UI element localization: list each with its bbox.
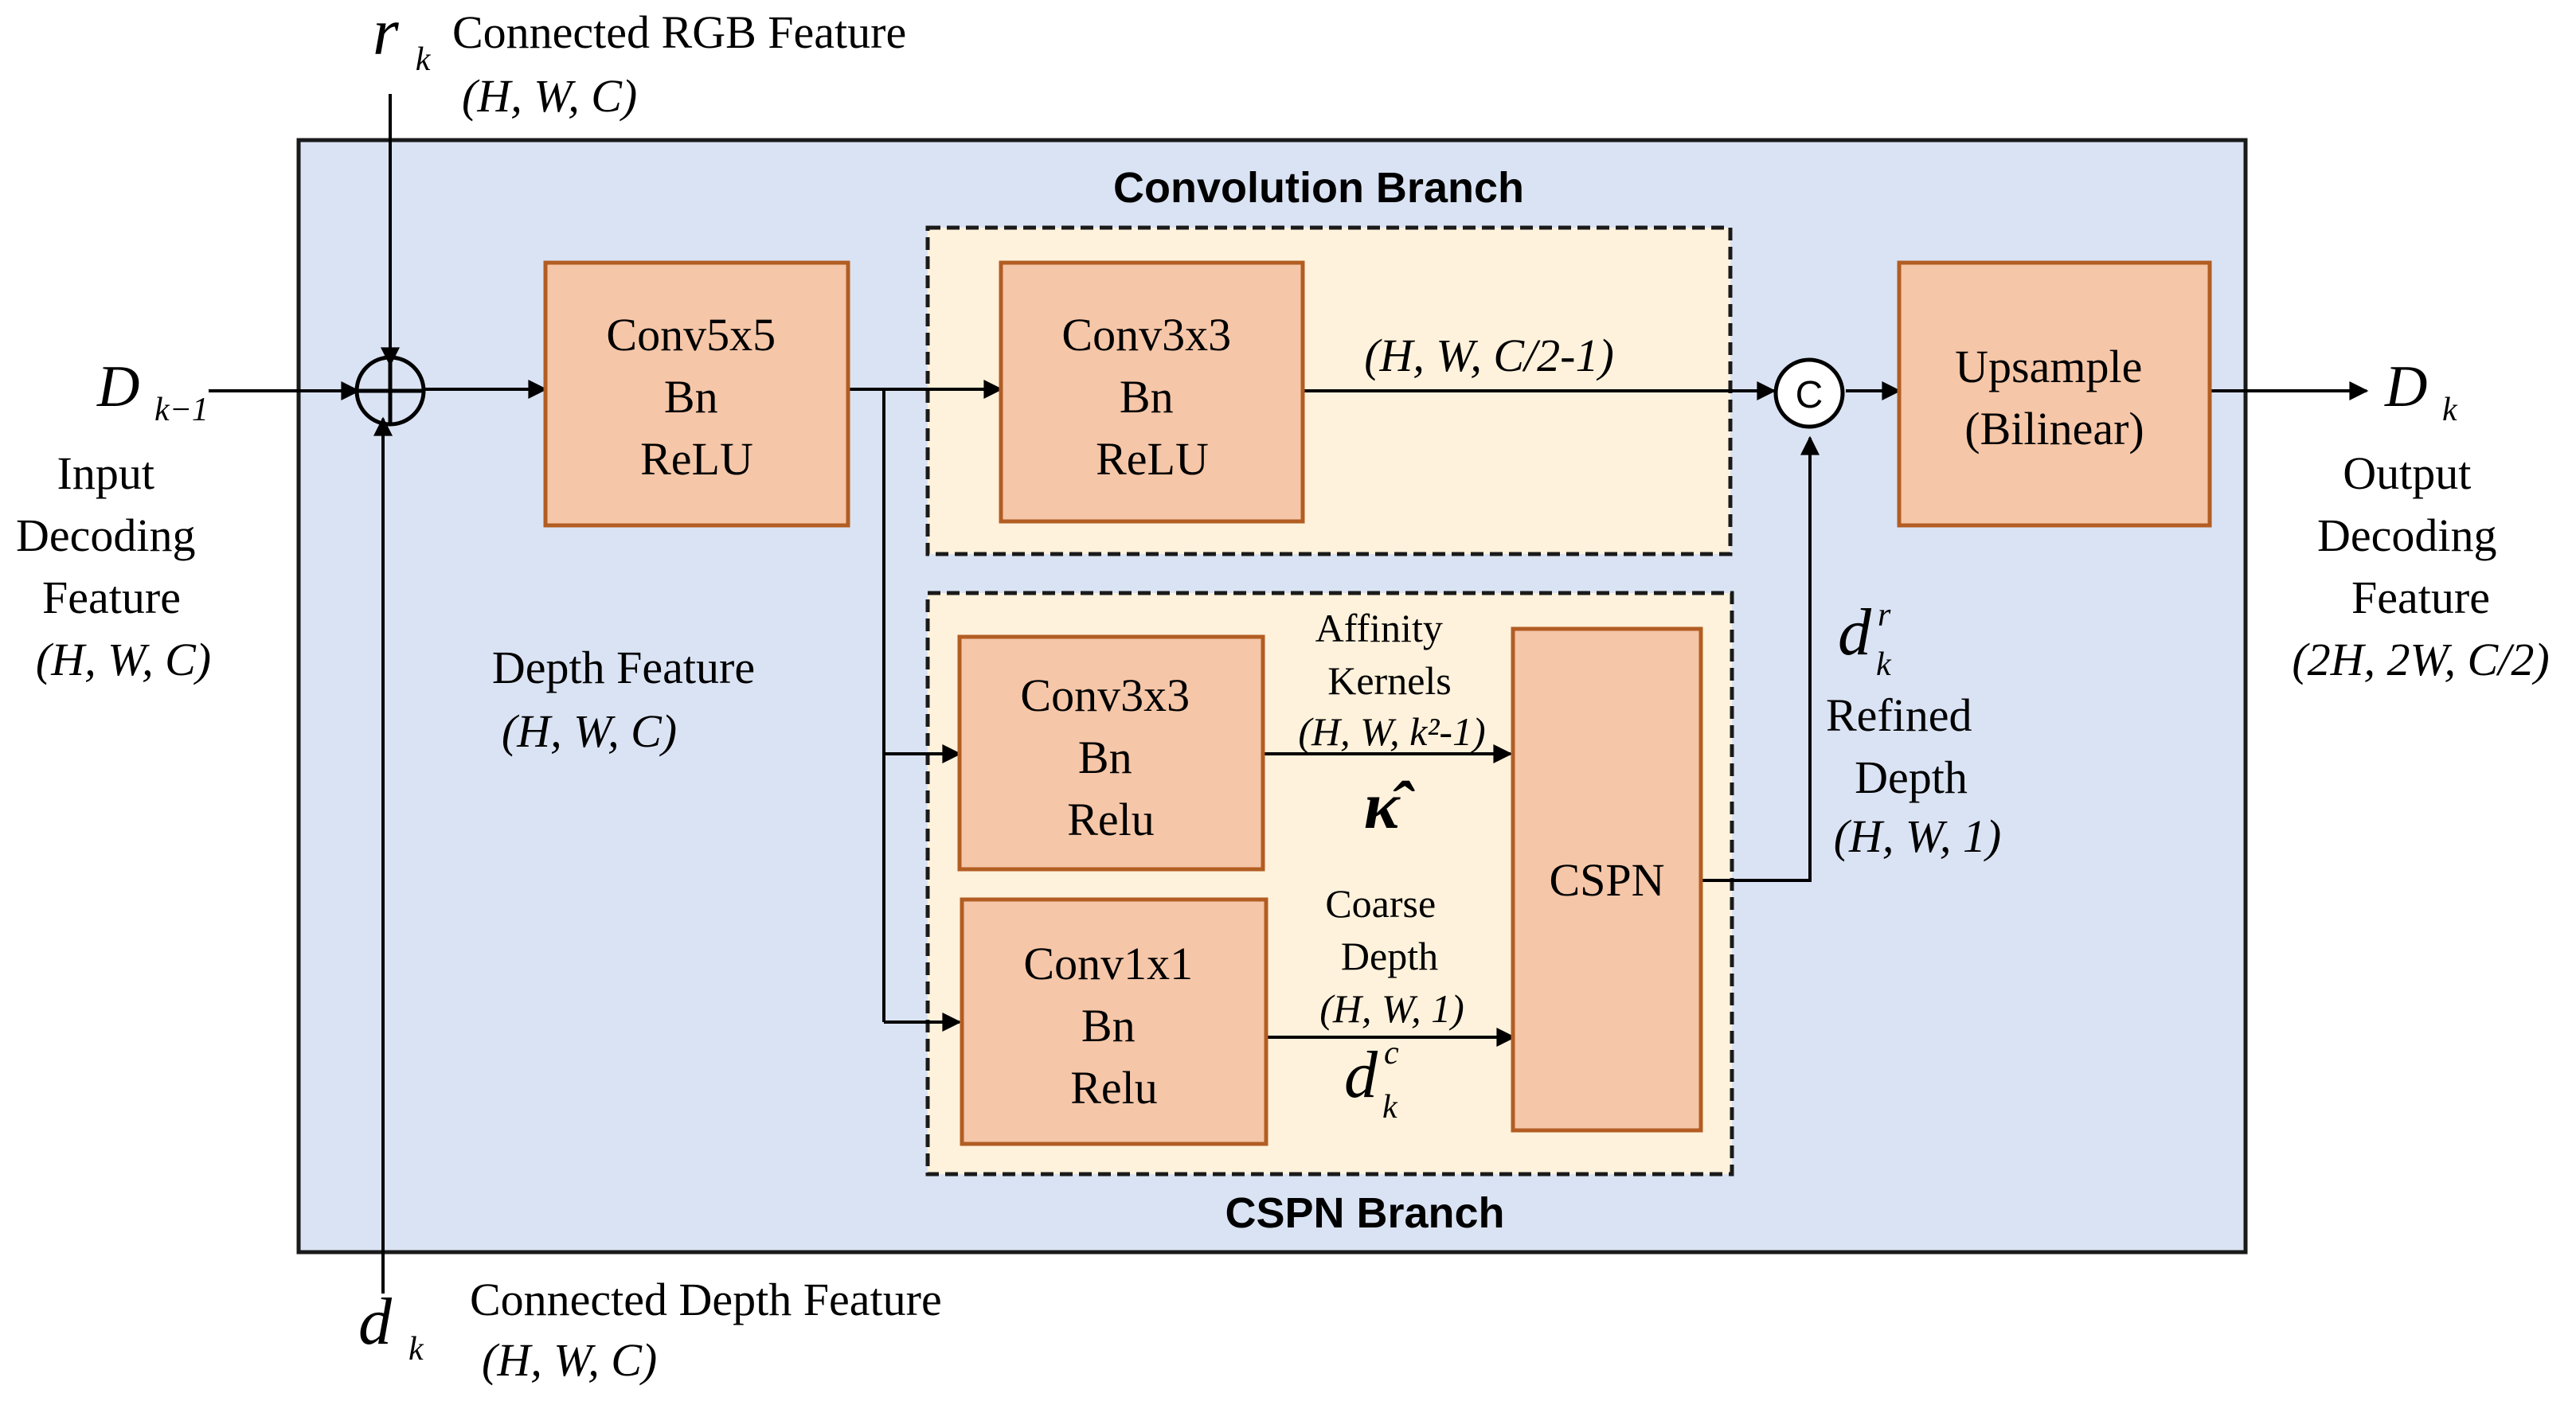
- conv3x3-block: [999, 260, 1305, 524]
- concat-node: C: [1773, 357, 1845, 429]
- decoding-symbol-main: D: [96, 354, 139, 420]
- coarse-conv-block: [960, 897, 1268, 1146]
- upsample-block: [1897, 260, 2212, 528]
- refined-symbol-sub: k: [1876, 646, 1892, 683]
- conv3x3-line3: ReLU: [1096, 433, 1209, 485]
- coarse-depth-label: Coarse Depth: [1325, 881, 1445, 978]
- input-decoding-line2: Decoding: [16, 509, 196, 561]
- refined-line1: Refined: [1826, 689, 1972, 741]
- affinity-line1: Affinity: [1315, 606, 1443, 650]
- upsample-text: Upsample (Bilinear): [1955, 341, 2154, 455]
- output-shape: (2H, 2W, C/2): [2292, 634, 2549, 685]
- depth-title: Connected Depth Feature: [470, 1274, 942, 1325]
- input-decoding-line1: Input: [57, 447, 154, 499]
- conv5x5-line1: Conv5x5: [606, 309, 776, 361]
- affinity-kernels-label: Affinity Kernels: [1315, 606, 1453, 703]
- coarse-conv-text: Conv1x1 Bn Relu: [1023, 938, 1204, 1114]
- refined-symbol-sup: r: [1878, 597, 1891, 634]
- rgb-symbol: r k: [373, 0, 432, 78]
- conv5x5-text: Conv5x5 Bn ReLU: [606, 309, 787, 485]
- depth-feature-shape: (H, W, C): [502, 705, 677, 757]
- depth-shape: (H, W, C): [482, 1334, 657, 1386]
- cspn-label: CSPN: [1549, 854, 1664, 906]
- depth-symbol: d k: [358, 1285, 424, 1368]
- conv5x5-block: [543, 260, 850, 528]
- input-decoding-line3: Feature: [42, 572, 181, 623]
- depth-symbol-main: d: [358, 1285, 393, 1359]
- output-symbol-sub: k: [2442, 392, 2458, 428]
- conv3x3-line2: Bn: [1120, 371, 1174, 423]
- coarse-symbol-sub: k: [1382, 1089, 1398, 1126]
- input-decoding-shape: (H, W, C): [36, 634, 211, 685]
- cspn-branch-title: CSPN Branch: [1225, 1189, 1504, 1237]
- cspn-block: [1511, 626, 1703, 1133]
- output-symbol-main: D: [2384, 354, 2427, 420]
- refined-shape: (H, W, 1): [1834, 810, 2002, 862]
- affinity-conv-text: Conv3x3 Bn Relu: [1020, 669, 1201, 845]
- conv5x5-line3: ReLU: [640, 433, 753, 485]
- coarse-line2: Depth: [1341, 934, 1438, 978]
- conv3x3-line1: Conv3x3: [1061, 309, 1231, 361]
- affinity-conv-line2: Bn: [1078, 732, 1132, 783]
- rgb-title: Connected RGB Feature: [452, 6, 906, 58]
- refined-depth-symbol: d r k: [1838, 567, 1907, 683]
- output-line2: Decoding: [2317, 509, 2497, 561]
- output-line3: Feature: [2351, 572, 2490, 623]
- circle-plus-icon: [354, 355, 426, 427]
- concat-label: C: [1796, 374, 1824, 416]
- affinity-conv-block: [957, 634, 1265, 872]
- coarse-symbol-main: d: [1344, 1038, 1378, 1112]
- depth-feature-title: Depth Feature: [492, 642, 755, 693]
- conv3x3-text: Conv3x3 Bn ReLU: [1061, 309, 1242, 485]
- coarse-shape: (H, W, 1): [1319, 986, 1464, 1031]
- affinity-line2: Kernels: [1327, 658, 1452, 703]
- refined-depth-label: Refined Depth: [1826, 689, 1984, 803]
- coarse-line1: Coarse: [1325, 881, 1436, 926]
- refined-symbol-main: d: [1838, 595, 1872, 669]
- conv-branch-out-shape: (H, W, C/2-1): [1364, 330, 1614, 381]
- convolution-branch-title: Convolution Branch: [1113, 164, 1524, 212]
- coarse-conv-line1: Conv1x1: [1023, 938, 1193, 989]
- output-symbol: D k: [2384, 354, 2458, 428]
- cspn-to-concat-arrow: [1701, 435, 1820, 882]
- refined-line2: Depth: [1855, 751, 1968, 803]
- upsample-line2: (Bilinear): [1964, 403, 2144, 455]
- affinity-conv-line3: Relu: [1067, 794, 1155, 845]
- upsample-line1: Upsample: [1955, 341, 2142, 392]
- conv5x5-line2: Bn: [664, 371, 718, 423]
- depth-symbol-sub: k: [408, 1331, 424, 1368]
- affinity-conv-line1: Conv3x3: [1020, 669, 1190, 721]
- rgb-symbol-sub: k: [416, 41, 432, 78]
- output-line1: Output: [2343, 447, 2471, 499]
- coarse-conv-line3: Relu: [1070, 1062, 1158, 1114]
- decoding-symbol: D k−1: [96, 354, 209, 428]
- coarse-conv-line2: Bn: [1081, 1000, 1136, 1052]
- coarse-depth-symbol: d c k: [1344, 1005, 1416, 1126]
- input-decoding-label: Input Decoding Feature: [16, 447, 207, 623]
- output-decoding-label: Output Decoding Feature: [2317, 447, 2508, 623]
- decoding-symbol-sub: k−1: [154, 392, 209, 428]
- rgb-symbol-main: r: [373, 0, 399, 69]
- affinity-shape: (H, W, k²-1): [1298, 709, 1485, 754]
- rgb-shape: (H, W, C): [462, 70, 637, 122]
- coarse-symbol-sup: c: [1384, 1035, 1399, 1071]
